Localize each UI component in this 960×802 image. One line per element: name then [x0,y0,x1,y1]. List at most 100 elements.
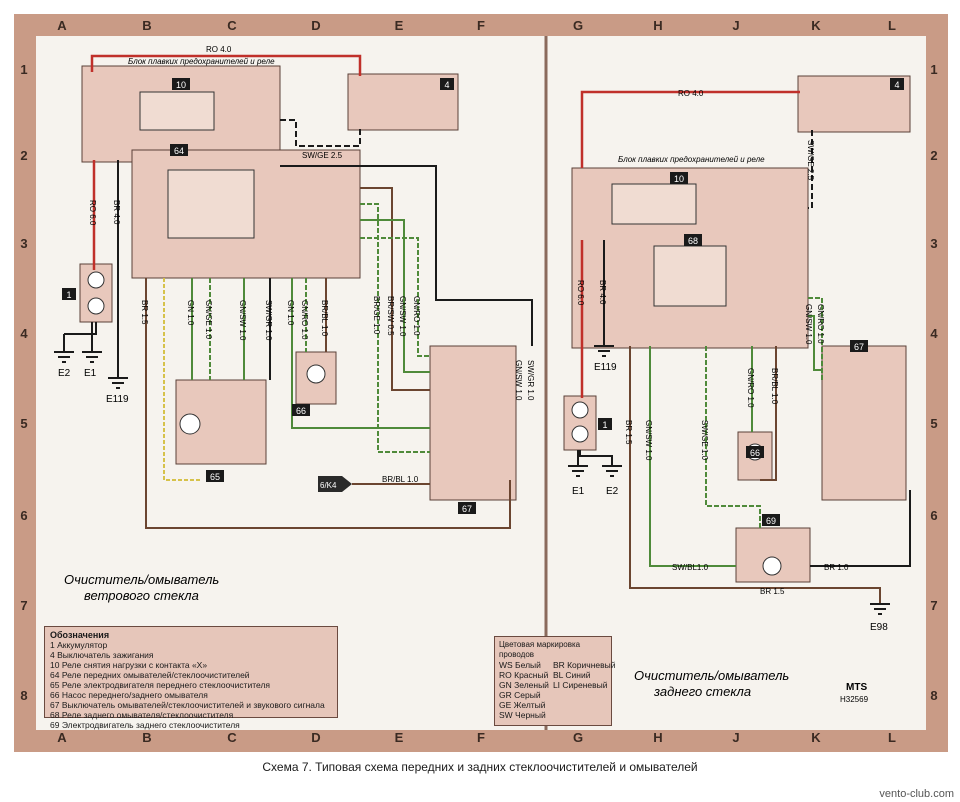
color-code-columns: WS Белый RO Красный GN Зеленый GR Серый … [499,660,615,720]
front-fuse-block-title: Блок плавких предохранителей и реле [128,57,275,66]
badge-67-rear-label: 67 [854,342,864,352]
battery-rear-plus-icon [571,401,589,419]
rear-title-line1: Очиститель/омыватель [634,668,789,683]
color-code-box: Цветовая маркировка проводов WS Белый RO… [494,636,615,726]
label-gnro10-front: GN/RO 1.0 [300,300,309,340]
label-br15-front: BR 1.5 [140,300,149,325]
color-code-item: GE Желтый [499,700,546,710]
label-brbl10-rear: BR/BL 1.0 [770,368,779,405]
relay-68 [653,245,727,307]
label-ro40-front: RO 4.0 [206,45,232,54]
relay-10-front [139,91,215,131]
wire-br15-yellow [163,278,200,481]
legend-box: Обозначения 1 Аккумулятор 4 Выключатель … [44,626,338,730]
legend-item: 69 Электродвигатель заднего стеклоочисти… [50,720,240,730]
grid-col-g: G [572,730,584,745]
ground-e1-rear-icon [568,450,588,477]
label-gn10b-front: GN 1.0 [286,300,295,326]
grid-col-j: J [732,730,740,745]
grid-col-g: G [572,18,584,33]
badge-67-front-label: 67 [462,504,472,514]
color-code-item: WS Белый [499,660,541,670]
label-gnge10-front: GN/GE 1.0 [204,300,213,340]
label-ro60-rear: RO 6.0 [576,280,585,306]
badge-66-rear: 66 [746,446,764,458]
wire-swge25-rear [808,130,813,209]
color-code-item: LI Сиреневый [552,680,608,690]
battery-minus-icon [87,297,105,315]
wire-battery-ground [64,322,97,335]
grid-col-c: C [227,730,237,745]
label-br15-rear: BR 1.5 [624,420,633,445]
wire-swgr10-b [280,165,533,346]
wire-brge10 [360,203,430,453]
grid-col-f: F [477,730,485,745]
color-code-title: Цветовая маркировка проводов [499,640,581,659]
label-e2-rear: E2 [606,486,619,497]
rear-fuse-block-title: Блок плавких предохранителей и реле [618,155,765,164]
watermark: vento-club.com [879,788,954,800]
label-br10-rear: BR 1.0 [824,563,849,572]
grid-col-c: C [227,18,237,33]
wire-br15-rear [629,346,881,604]
grid-row-6: 6 [20,508,28,523]
grid-col-b: B [142,18,152,33]
label-brge10-front: BR/GE 1.0 [372,296,381,335]
grid-col-h: H [653,18,663,33]
legend-item: 1 Аккумулятор [50,640,108,650]
grid-row-4: 4 [930,326,938,341]
badge-4-front-label: 4 [444,80,449,90]
grid-col-l: L [888,18,896,33]
mts-logo: MTS [846,682,867,693]
badge-66-rear-label: 66 [750,448,760,458]
grid-row-3: 3 [20,236,28,251]
label-ro40-rear: RO 4.0 [678,89,704,98]
grid-row-2: 2 [930,148,938,163]
legend-item: 64 Реле передних омывателей/стеклоочисти… [50,670,250,680]
battery-rear-minus-icon [571,425,589,443]
grid-row-8: 8 [20,688,28,703]
badge-10-front: 10 [172,78,190,90]
grid-row-7: 7 [20,598,28,613]
grid-col-f: F [477,18,485,33]
wire-brbl10-rear [760,346,777,481]
grid-col-d: D [311,730,321,745]
legend-title: Обозначения [50,630,110,640]
badge-4-front: 4 [440,78,454,90]
grid-col-h: H [653,730,663,745]
badge-66-front-label: 66 [296,406,306,416]
label-swge25-front: SW/GE 2.5 [302,151,343,160]
ground-e119-rear-icon [594,345,614,357]
color-code-item: SW Черный [499,710,546,720]
ground-e2-icon [54,334,74,363]
label-brbl10-front: BR/BL 1.0 [320,300,329,337]
pump-motor-icon [306,364,326,384]
badge-10-rear-label: 10 [674,174,684,184]
badge-68-label: 68 [688,236,698,246]
label-gnsw10-rear: GN/SW 1.0 [644,420,653,461]
color-code-item: RO Красный [499,670,549,680]
label-brbl10-k4: BR/BL 1.0 [382,475,419,484]
badge-69-label: 69 [766,516,776,526]
grid-col-k: K [811,18,821,33]
wire-gnro10-b [360,237,430,357]
label-e1-rear: E1 [572,486,585,497]
grid-row-4: 4 [20,326,28,341]
grid-col-l: L [888,730,896,745]
wire-br10-rear [810,490,911,567]
label-gnsw10c-front: GN/SW 1.0 [514,360,523,401]
grid-row-1: 1 [20,62,28,77]
color-code-item: BR Коричневый [552,660,616,670]
rear-title-line2: заднего стекла [653,684,751,699]
label-swgr10b-front: SW/GR 1.0 [526,360,535,401]
ground-e119-front-icon [108,377,128,389]
diagram-code: H32569 [840,695,869,704]
label-gnsw10b-front: GN/SW 1.0 [398,296,407,337]
rear-wiper-motor-icon [762,556,782,576]
legend-item: 66 Насос переднего/заднего омывателя [50,690,208,700]
label-br15b-rear: BR 1.5 [760,587,785,596]
relay-64 [167,169,255,239]
wire-ro40-front [90,54,362,76]
badge-67-rear: 67 [850,340,868,352]
